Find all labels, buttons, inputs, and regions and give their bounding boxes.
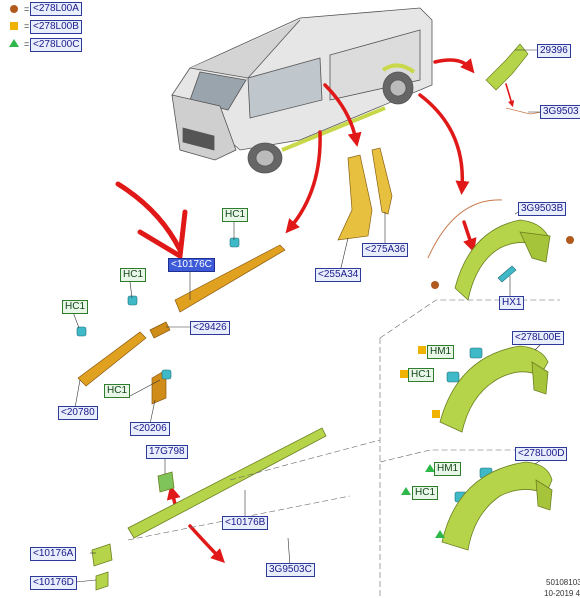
callout-hm1-a[interactable]: HM1 xyxy=(427,345,455,359)
callout-20206[interactable]: <20206 xyxy=(130,422,170,436)
callout-hx1[interactable]: HX1 xyxy=(499,296,525,310)
callout-3g9503c[interactable]: 3G9503C xyxy=(266,563,315,577)
callout-10176b[interactable]: <10176B xyxy=(222,516,269,530)
callout-hm1-b[interactable]: HM1 xyxy=(434,462,462,476)
marker-square-icon xyxy=(400,370,408,378)
callout-hc1-mid[interactable]: HC1 xyxy=(120,268,147,282)
callout-275a36[interactable]: <275A36 xyxy=(362,243,409,257)
legend-circle-icon xyxy=(10,5,18,13)
callout-20780[interactable]: <20780 xyxy=(58,406,98,420)
wheel-arches xyxy=(427,199,553,551)
callout-255a34[interactable]: <255A34 xyxy=(315,268,362,282)
sill-moulding xyxy=(91,427,327,591)
legend-triangle-icon xyxy=(9,39,19,47)
legend-code-c: <278L00C xyxy=(30,38,83,52)
callout-3g9503b[interactable]: 3G9503B xyxy=(518,202,567,216)
callout-278l00d[interactable]: <278L00D xyxy=(515,447,568,461)
legend-code-b: <278L00B xyxy=(30,20,82,34)
callout-hc1-d[interactable]: HC1 xyxy=(412,486,439,500)
pillar-trims xyxy=(337,147,393,241)
svg-text:=: = xyxy=(24,4,29,14)
van-illustration xyxy=(171,7,433,174)
callout-hc1-e[interactable]: HC1 xyxy=(408,368,435,382)
footer-date: 10-2019 4 xyxy=(544,589,580,598)
marker-circle-icon xyxy=(566,236,574,244)
callout-278l00e[interactable]: <278L00E xyxy=(512,331,564,345)
marker-triangle-icon xyxy=(401,487,411,495)
marker-circle-icon xyxy=(431,281,439,289)
callout-3g9503[interactable]: 3G9503 xyxy=(540,105,580,119)
callout-29426[interactable]: <29426 xyxy=(190,321,230,335)
bracket-29396 xyxy=(485,43,543,115)
legend-code-a: <278L00A xyxy=(30,2,82,16)
section-lines xyxy=(127,299,560,598)
callout-29396[interactable]: 29396 xyxy=(537,44,571,58)
clips xyxy=(76,237,517,503)
svg-text:=: = xyxy=(24,21,29,31)
callout-17g798[interactable]: 17G798 xyxy=(146,445,188,459)
callout-hc1-top[interactable]: HC1 xyxy=(222,208,249,222)
marker-square-icon xyxy=(418,346,426,354)
callout-10176a[interactable]: <10176A xyxy=(30,547,77,561)
marker-triangle-icon xyxy=(435,530,445,538)
marker-triangle-icon xyxy=(425,464,435,472)
marker-square-icon xyxy=(432,410,440,418)
callout-10176d[interactable]: <10176D xyxy=(30,576,77,590)
footer-doc-number: 50108103 xyxy=(546,578,580,587)
svg-text:=: = xyxy=(24,39,29,49)
callout-10176c[interactable]: <10176C xyxy=(168,258,215,272)
legend-square-icon xyxy=(10,22,18,30)
callout-hc1-left[interactable]: HC1 xyxy=(62,300,89,314)
callout-hc1-low[interactable]: HC1 xyxy=(104,384,131,398)
